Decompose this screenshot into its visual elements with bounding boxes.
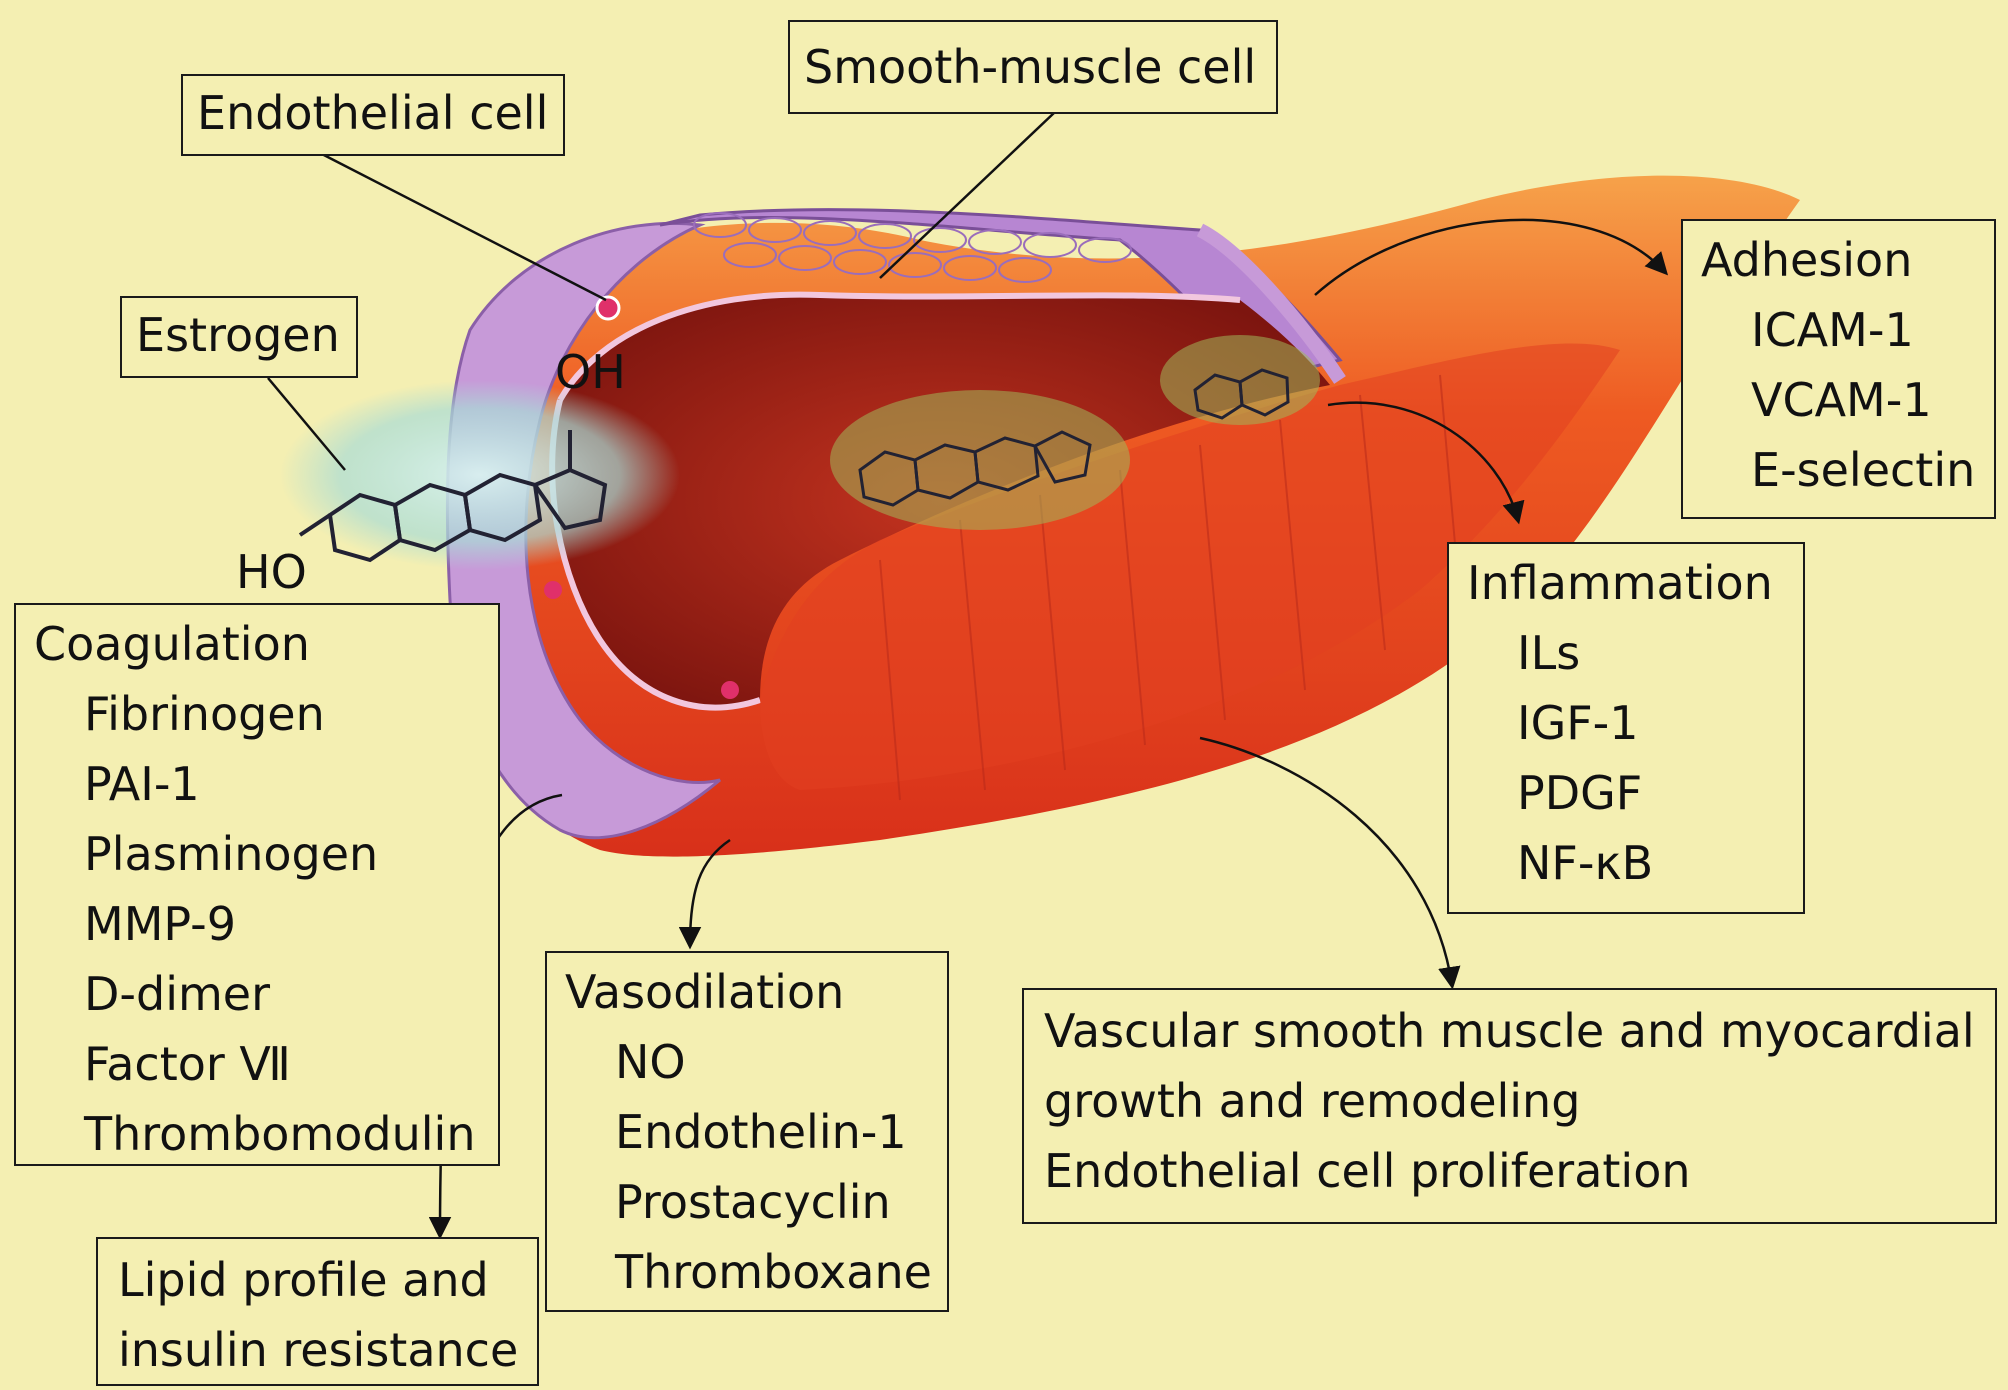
arrow-to-inflammation: [1327, 401, 1525, 525]
adhesion-item: E-selectin: [1751, 443, 1976, 497]
growth-line: Endothelial cell proliferation: [1044, 1144, 1691, 1198]
vasodilation-heading: Vasodilation: [565, 965, 845, 1019]
endothelial-cell-label: Endothelial cell: [181, 74, 565, 156]
growth-line: growth and remodeling: [1044, 1074, 1581, 1128]
coagulation-box: Coagulation Fibrinogen PAI-1 Plasminogen…: [14, 603, 500, 1166]
lipid-line: Lipid profile and: [118, 1253, 489, 1307]
vessel-texture-lines: [879, 374, 1461, 801]
pointer-lines: [267, 111, 1056, 471]
coagulation-item: D-dimer: [84, 967, 271, 1021]
growth-remodeling-box: Vascular smooth muscle and myocardial gr…: [1022, 988, 1997, 1224]
inflammation-item: ILs: [1517, 626, 1581, 680]
adhesion-heading: Adhesion: [1701, 233, 1913, 287]
inflammation-box: Inflammation ILs IGF-1 PDGF NF-κB: [1447, 542, 1805, 914]
hydroxyl-ho-label: HO: [236, 545, 307, 599]
lipid-line: insulin resistance: [118, 1323, 519, 1377]
estrogen-molecule-small: [1160, 335, 1320, 425]
inflammation-item: PDGF: [1517, 766, 1643, 820]
vasodilation-box: Vasodilation NO Endothelin-1 Prostacycli…: [545, 951, 949, 1312]
estrogen-molecule-in-lumen: [830, 390, 1130, 530]
endothelial-nucleus: [595, 295, 621, 321]
estrogen-label: Estrogen: [120, 296, 358, 378]
inflammation-heading: Inflammation: [1467, 556, 1773, 610]
endothelial-lining: [557, 291, 1241, 402]
growth-line: Vascular smooth muscle and myocardial: [1044, 1004, 1975, 1058]
coagulation-item: Thrombomodulin: [84, 1107, 476, 1161]
lipid-insulin-box: Lipid profile and insulin resistance: [96, 1237, 539, 1386]
adhesion-item: ICAM-1: [1751, 303, 1914, 357]
coagulation-item: Fibrinogen: [84, 687, 325, 741]
estrogen-molecule: [280, 380, 680, 570]
arrow-to-vasodilation: [678, 838, 731, 950]
coagulation-item: Plasminogen: [84, 827, 379, 881]
smooth-muscle-layer: [659, 208, 1343, 382]
adhesion-box: Adhesion ICAM-1 VCAM-1 E-selectin: [1681, 219, 1996, 519]
arrow-to-adhesion: [1314, 218, 1669, 296]
muscle-cells-texture: [693, 212, 1132, 283]
adhesion-item: VCAM-1: [1751, 373, 1932, 427]
vasodilation-item: Prostacyclin: [615, 1175, 891, 1229]
hydroxyl-oh-label: OH: [555, 345, 626, 399]
inflammation-item: NF-κB: [1517, 836, 1654, 890]
coagulation-heading: Coagulation: [34, 617, 310, 671]
vasodilation-item: Endothelin-1: [615, 1105, 907, 1159]
smooth-muscle-cell-label: Smooth-muscle cell: [788, 20, 1278, 114]
coagulation-item: PAI-1: [84, 757, 200, 811]
coagulation-item: Factor Ⅶ: [84, 1037, 291, 1091]
inflammation-item: IGF-1: [1517, 696, 1639, 750]
coagulation-item: MMP-9: [84, 897, 236, 951]
vasodilation-item: Thromboxane: [615, 1245, 932, 1299]
arrow-to-growth: [1199, 736, 1461, 990]
vasodilation-item: NO: [615, 1035, 686, 1089]
